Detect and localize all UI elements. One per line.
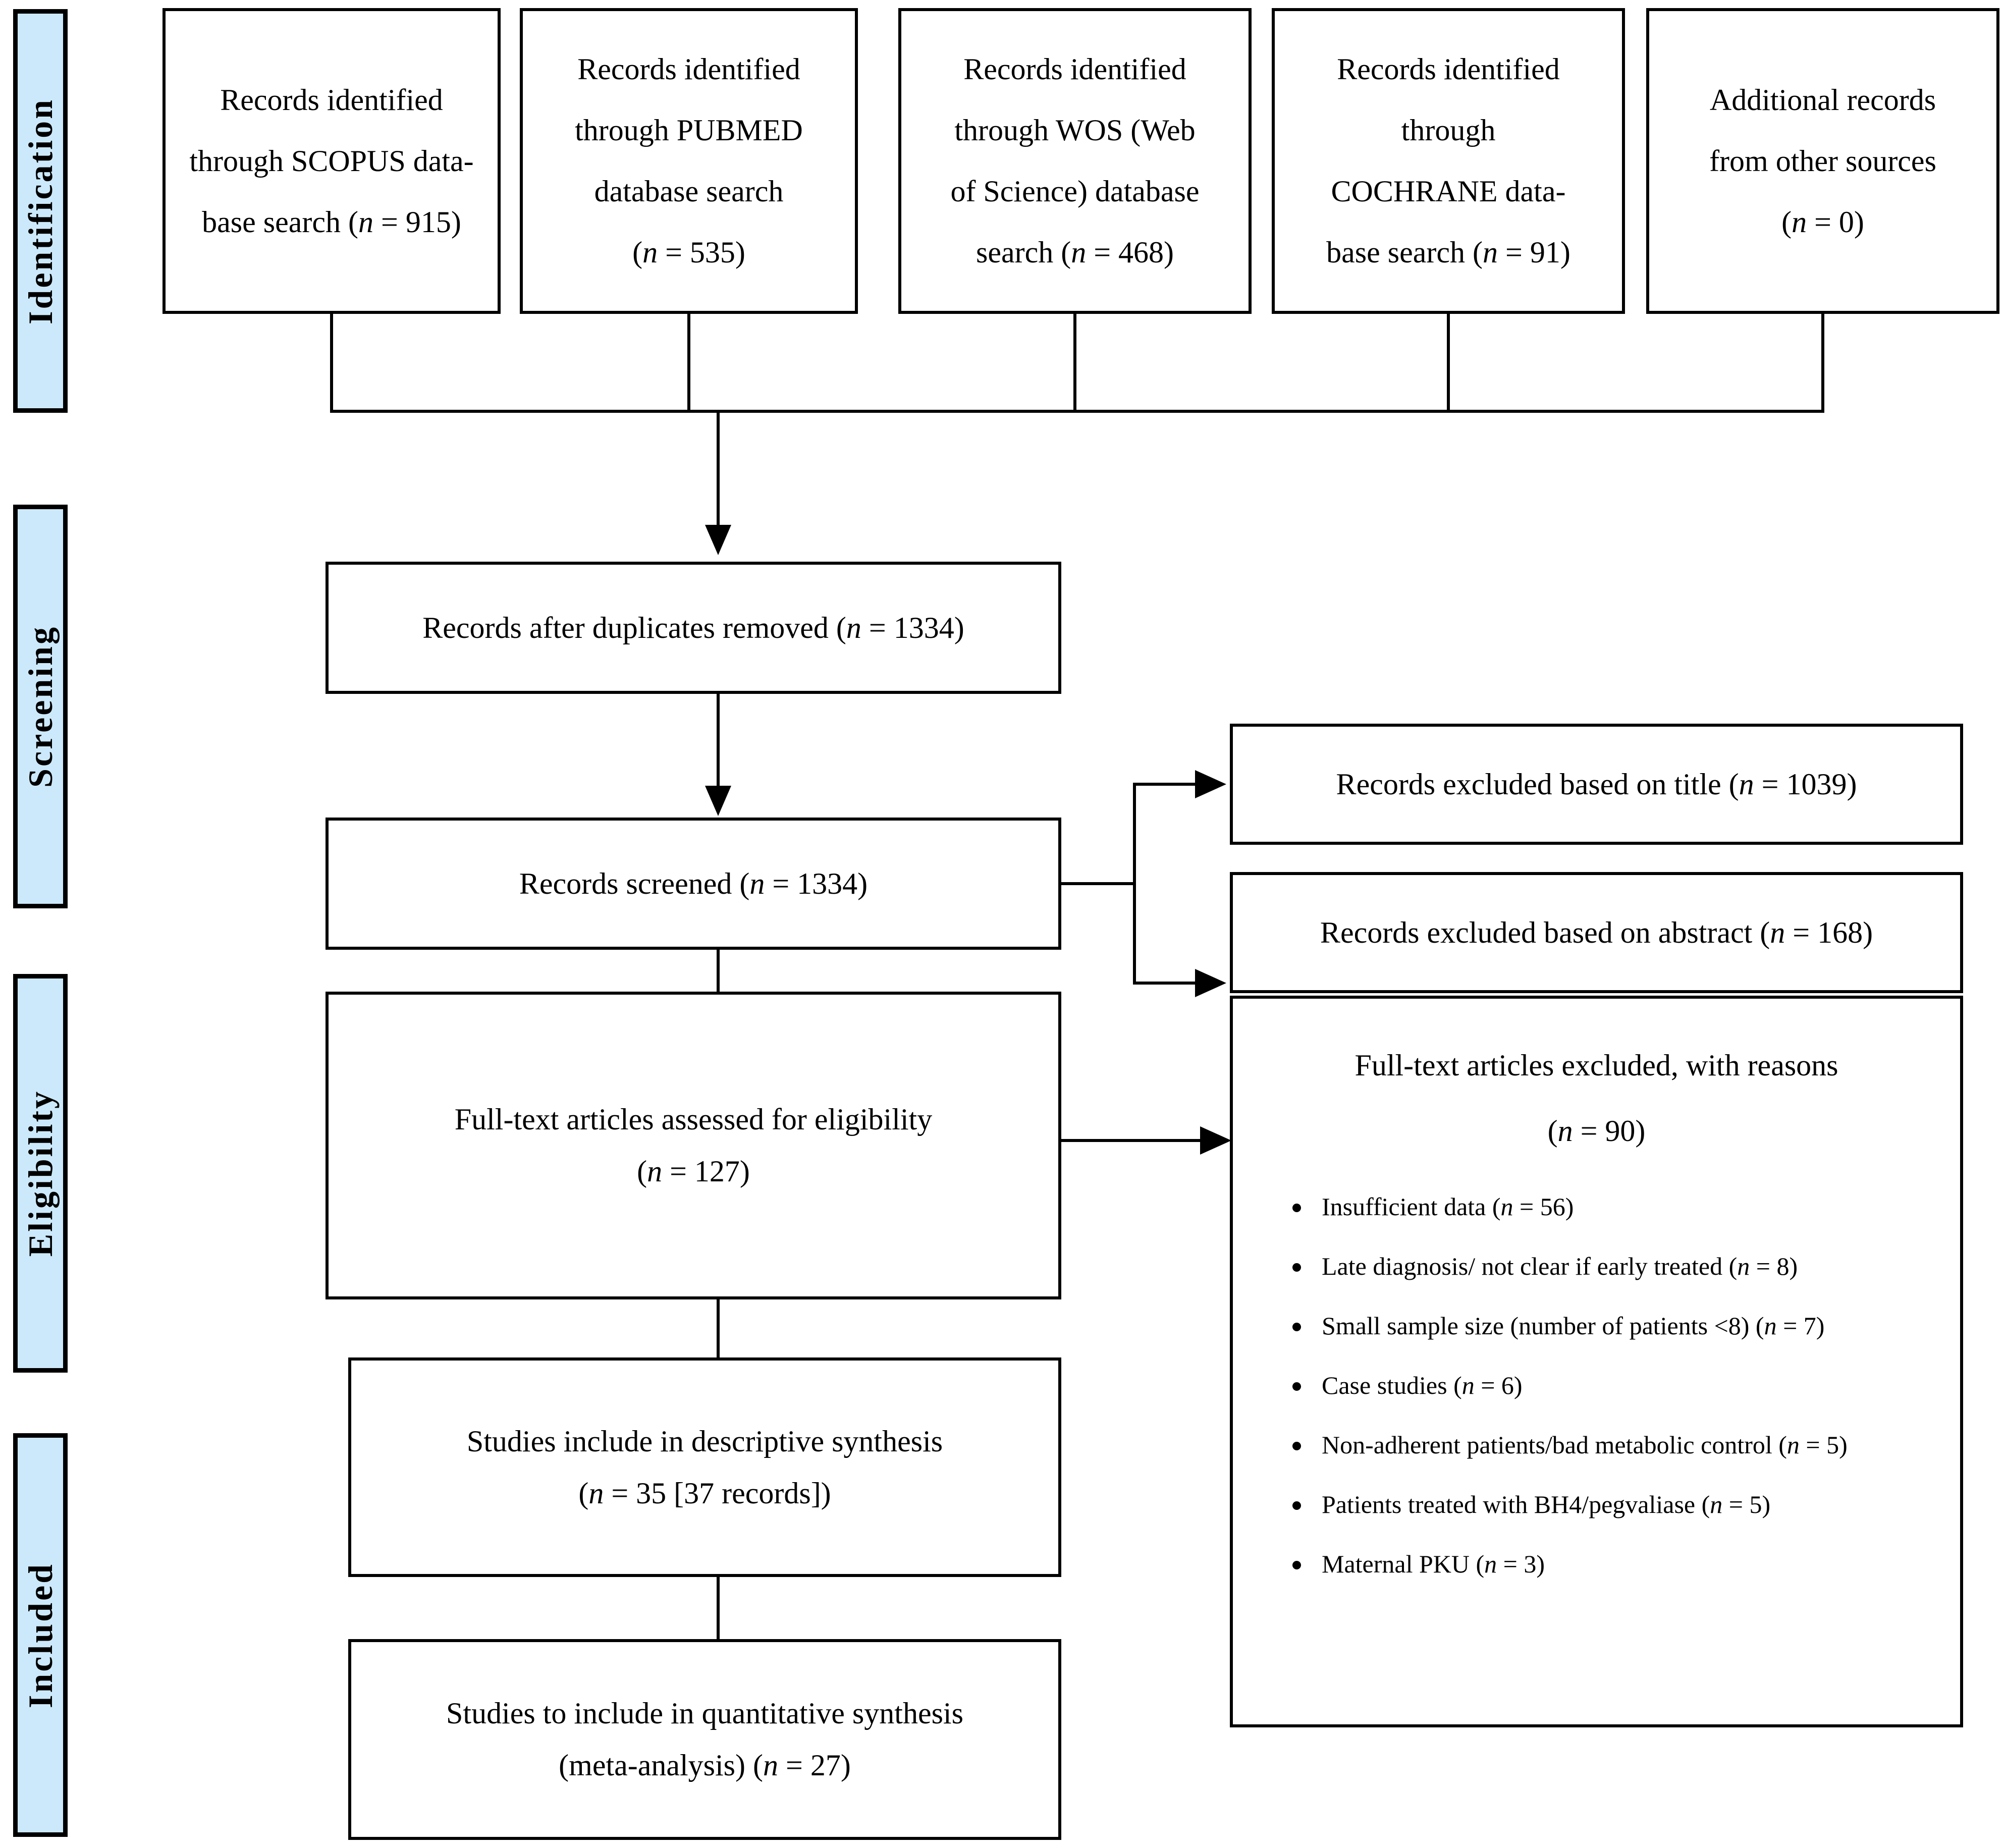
reason-item: Insufficient data (n = 56) bbox=[1292, 1191, 1960, 1222]
connector-scopus-drop bbox=[330, 314, 333, 413]
records-screened-text: Records screened (n = 1334) bbox=[519, 866, 868, 900]
fulltext-excluded-reason-list: Insufficient data (n = 56) Late diagnosi… bbox=[1233, 1191, 1960, 1579]
box-quantitative-synthesis: Studies to include in quantitative synth… bbox=[348, 1639, 1061, 1840]
connector-screened-branch-riser bbox=[1133, 783, 1136, 985]
source-box-other: Additional records from other sources (n… bbox=[1646, 8, 1999, 314]
source-wos-line4: search (n = 468) bbox=[976, 236, 1174, 269]
source-scopus-line3: base search (n = 915) bbox=[202, 205, 461, 239]
arrow-screened-to-title bbox=[1195, 770, 1226, 798]
connector-wos-drop bbox=[1073, 314, 1076, 413]
connector-fulltext-to-excluded bbox=[1061, 1139, 1208, 1142]
records-after-duplicates-text: Records after duplicates removed (n = 13… bbox=[422, 611, 964, 644]
connector-duplicates-to-screened-stem bbox=[717, 694, 720, 788]
phase-label-eligibility: Eligibility bbox=[13, 974, 68, 1373]
fulltext-excluded-count: (n = 90) bbox=[1547, 1114, 1646, 1148]
fulltext-excluded-title: Full-text articles excluded, with reason… bbox=[1354, 1049, 1838, 1082]
source-cochrane-line1: Records identified bbox=[1337, 52, 1560, 86]
connector-screened-to-fulltext-stem bbox=[717, 950, 720, 1010]
source-pubmed-line3: database search bbox=[594, 175, 784, 208]
connector-cochrane-drop bbox=[1447, 314, 1450, 413]
box-excluded-title: Records excluded based on title (n = 103… bbox=[1230, 724, 1963, 845]
source-pubmed-line4: (n = 535) bbox=[632, 236, 745, 269]
phase-label-included-text: Included bbox=[21, 1562, 60, 1708]
source-box-cochrane: Records identified through COCHRANE data… bbox=[1272, 8, 1625, 314]
box-records-screened: Records screened (n = 1334) bbox=[326, 818, 1061, 950]
quantitative-synthesis-line1: Studies to include in quantitative synth… bbox=[446, 1697, 963, 1730]
source-other-line1: Additional records bbox=[1709, 83, 1936, 117]
box-descriptive-synthesis: Studies include in descriptive synthesis… bbox=[348, 1357, 1061, 1577]
arrow-duplicates-to-screened bbox=[705, 786, 731, 816]
reason-item: Small sample size (number of patients <8… bbox=[1292, 1311, 1960, 1341]
connector-descriptive-to-quantitative-stem bbox=[717, 1577, 720, 1655]
fulltext-assessed-line1: Full-text articles assessed for eligibil… bbox=[454, 1103, 933, 1136]
source-scopus-line2: through SCOPUS data- bbox=[189, 144, 474, 178]
source-box-wos: Records identified through WOS (Web of S… bbox=[898, 8, 1252, 314]
connector-other-drop bbox=[1821, 314, 1824, 413]
source-other-line2: from other sources bbox=[1709, 144, 1936, 178]
source-cochrane-line3: COCHRANE data- bbox=[1331, 175, 1566, 208]
descriptive-synthesis-line2: (n = 35 [37 records]) bbox=[578, 1476, 831, 1510]
box-records-after-duplicates: Records after duplicates removed (n = 13… bbox=[326, 562, 1061, 694]
excluded-abstract-text: Records excluded based on abstract (n = … bbox=[1320, 915, 1873, 949]
source-wos-line1: Records identified bbox=[963, 52, 1186, 86]
connector-merge-to-duplicates-stem bbox=[717, 410, 720, 527]
reason-item: Maternal PKU (n = 3) bbox=[1292, 1549, 1960, 1579]
source-scopus-line1: Records identified bbox=[220, 83, 443, 117]
phase-label-screening: Screening bbox=[13, 505, 68, 908]
reason-item: Case studies (n = 6) bbox=[1292, 1370, 1960, 1400]
source-wos-line2: through WOS (Web bbox=[954, 114, 1196, 147]
arrow-fulltext-to-excluded bbox=[1200, 1126, 1231, 1155]
source-box-pubmed: Records identified through PUBMED databa… bbox=[520, 8, 858, 314]
connector-fulltext-to-descriptive-stem bbox=[717, 1299, 720, 1375]
excluded-title-text: Records excluded based on title (n = 103… bbox=[1336, 767, 1857, 801]
reason-item: Late diagnosis/ not clear if early treat… bbox=[1292, 1251, 1960, 1281]
phase-label-eligibility-text: Eligibility bbox=[21, 1090, 60, 1257]
source-pubmed-line1: Records identified bbox=[577, 52, 800, 86]
source-cochrane-line4: base search (n = 91) bbox=[1326, 236, 1570, 269]
source-pubmed-line2: through PUBMED bbox=[575, 114, 803, 147]
phase-label-identification-text: Identification bbox=[21, 97, 60, 324]
phase-label-included: Included bbox=[13, 1433, 68, 1837]
quantitative-synthesis-line2: (meta-analysis) (n = 27) bbox=[559, 1749, 851, 1782]
descriptive-synthesis-line1: Studies include in descriptive synthesis bbox=[466, 1424, 943, 1458]
connector-screened-to-abstract bbox=[1133, 982, 1199, 985]
box-excluded-abstract: Records excluded based on abstract (n = … bbox=[1230, 872, 1963, 993]
source-cochrane-line2: through bbox=[1401, 114, 1496, 147]
reason-item: Non-adherent patients/bad metabolic cont… bbox=[1292, 1430, 1960, 1460]
arrow-screened-to-abstract bbox=[1195, 969, 1226, 997]
source-box-scopus: Records identified through SCOPUS data- … bbox=[162, 8, 501, 314]
phase-label-identification: Identification bbox=[13, 9, 68, 413]
connector-screened-branch-out bbox=[1061, 882, 1136, 885]
source-other-line3: (n = 0) bbox=[1781, 205, 1864, 239]
connector-pubmed-drop bbox=[687, 314, 690, 413]
connector-screened-to-title bbox=[1133, 783, 1199, 786]
connector-identification-merge-bar bbox=[330, 410, 1824, 413]
box-fulltext-assessed: Full-text articles assessed for eligibil… bbox=[326, 992, 1061, 1299]
box-fulltext-excluded-reasons: Full-text articles excluded, with reason… bbox=[1230, 996, 1963, 1727]
source-wos-line3: of Science) database bbox=[950, 175, 1200, 208]
reason-item: Patients treated with BH4/pegvaliase (n … bbox=[1292, 1489, 1960, 1519]
fulltext-assessed-line2: (n = 127) bbox=[637, 1155, 750, 1188]
arrow-merge-to-duplicates bbox=[705, 525, 731, 555]
phase-label-screening-text: Screening bbox=[21, 625, 60, 788]
